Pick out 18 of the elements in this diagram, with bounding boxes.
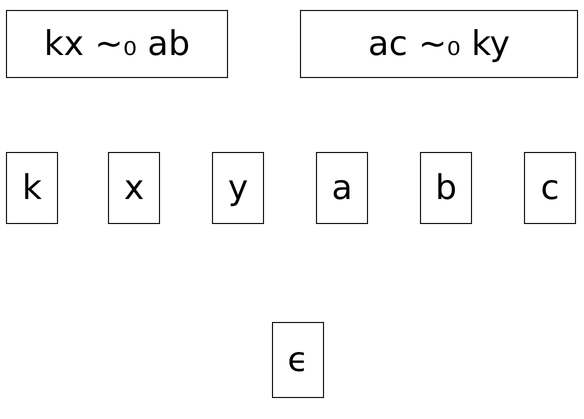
term-label: c: [540, 168, 560, 208]
term-box: [316, 152, 368, 224]
term-box: [524, 152, 576, 224]
term-label: a: [332, 168, 352, 208]
term-box: [212, 152, 264, 224]
term-box: [108, 152, 160, 224]
term-label: x: [124, 168, 144, 208]
term-label: b: [435, 168, 457, 208]
term-label: y: [228, 168, 248, 208]
term-box: [300, 10, 578, 78]
term-label: ac ∼₀ ky: [368, 24, 510, 64]
term-label: k: [22, 168, 42, 208]
term-box: [6, 152, 58, 224]
term-label: kx ∼₀ ab: [44, 24, 190, 64]
term-box: [420, 152, 472, 224]
term-label: ϵ: [288, 340, 308, 380]
term-box: [6, 10, 228, 78]
term-box: [272, 322, 324, 398]
